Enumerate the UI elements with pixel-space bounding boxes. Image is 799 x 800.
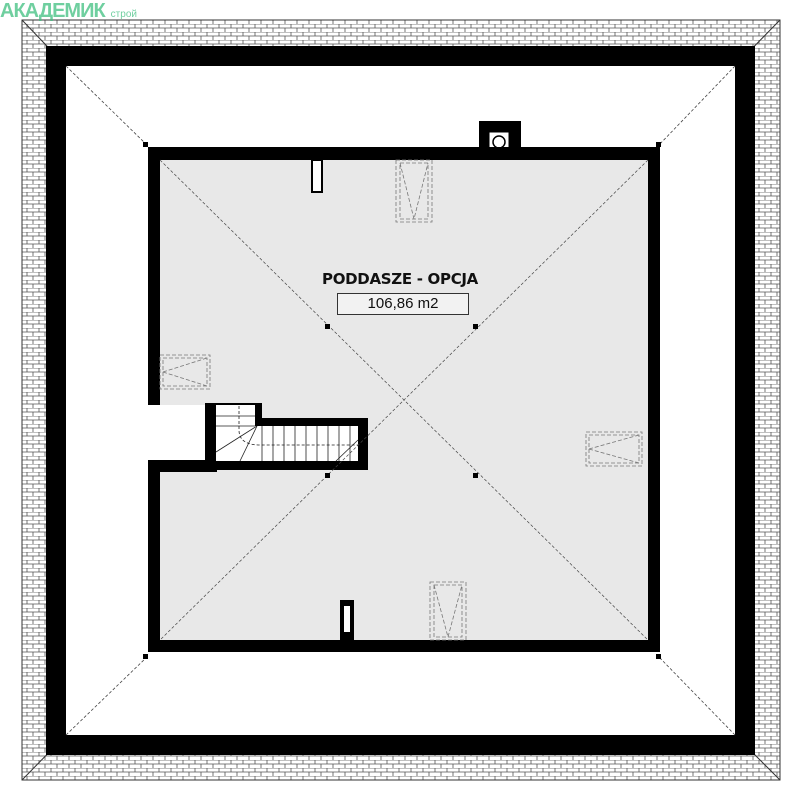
roof-hip-lines — [65, 65, 736, 736]
watermark-logo: АКАДЕМИК строй — [0, 0, 137, 22]
watermark-brand: АКАДЕМИК — [0, 0, 106, 22]
skylight-top — [395, 159, 433, 223]
vent-top — [311, 159, 323, 193]
room-name: PODDASZE - OPCJA — [322, 270, 478, 288]
watermark-sub: строй — [110, 9, 137, 20]
room-area: 106,86 m2 — [337, 293, 469, 315]
roof-posts — [143, 142, 661, 659]
stair-treads — [215, 415, 359, 462]
skylight-right — [585, 431, 643, 467]
ridge-lines — [159, 159, 649, 641]
skylight-bottom — [429, 581, 467, 641]
skylight-left — [159, 354, 211, 390]
